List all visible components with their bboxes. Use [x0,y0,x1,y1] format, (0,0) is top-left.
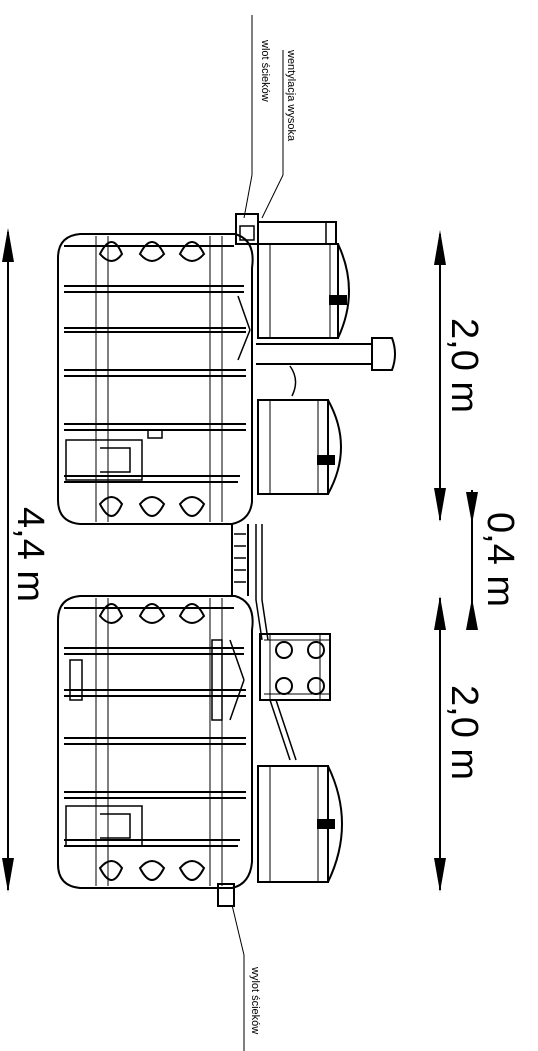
gap-label: 0,4 m [479,512,521,607]
outlet-pipe [217,883,235,907]
outlet-label: wylot ścieków [249,966,261,1034]
lower-pump-unit [259,633,331,701]
gap-dimension: 0,4 m [466,490,521,630]
lower-riser [257,765,343,883]
upper-riser [257,243,350,339]
upper-second-riser [257,399,342,495]
inlet-label: wlot ścieków [259,39,271,102]
upper-tank [57,233,254,525]
tank-length-bottom-dimension: 2,0 m [434,596,485,892]
total-length-label: 4,4 m [9,507,51,602]
vent-inlet-leaders [243,15,284,219]
connecting-pipes [231,524,297,761]
vent-pipe [256,337,396,397]
tank-length-top-dimension: 2,0 m [434,230,485,522]
vent-high-label: wentylacja wysoka [285,49,297,142]
tank-length-top-label: 2,0 m [443,318,485,413]
outlet-leader [231,904,245,1051]
lower-tank [57,595,254,889]
tank-length-bottom-label: 2,0 m [443,685,485,780]
inlet-vent-pipe [235,213,337,245]
total-length-dimension: 4,4 m [2,228,51,892]
